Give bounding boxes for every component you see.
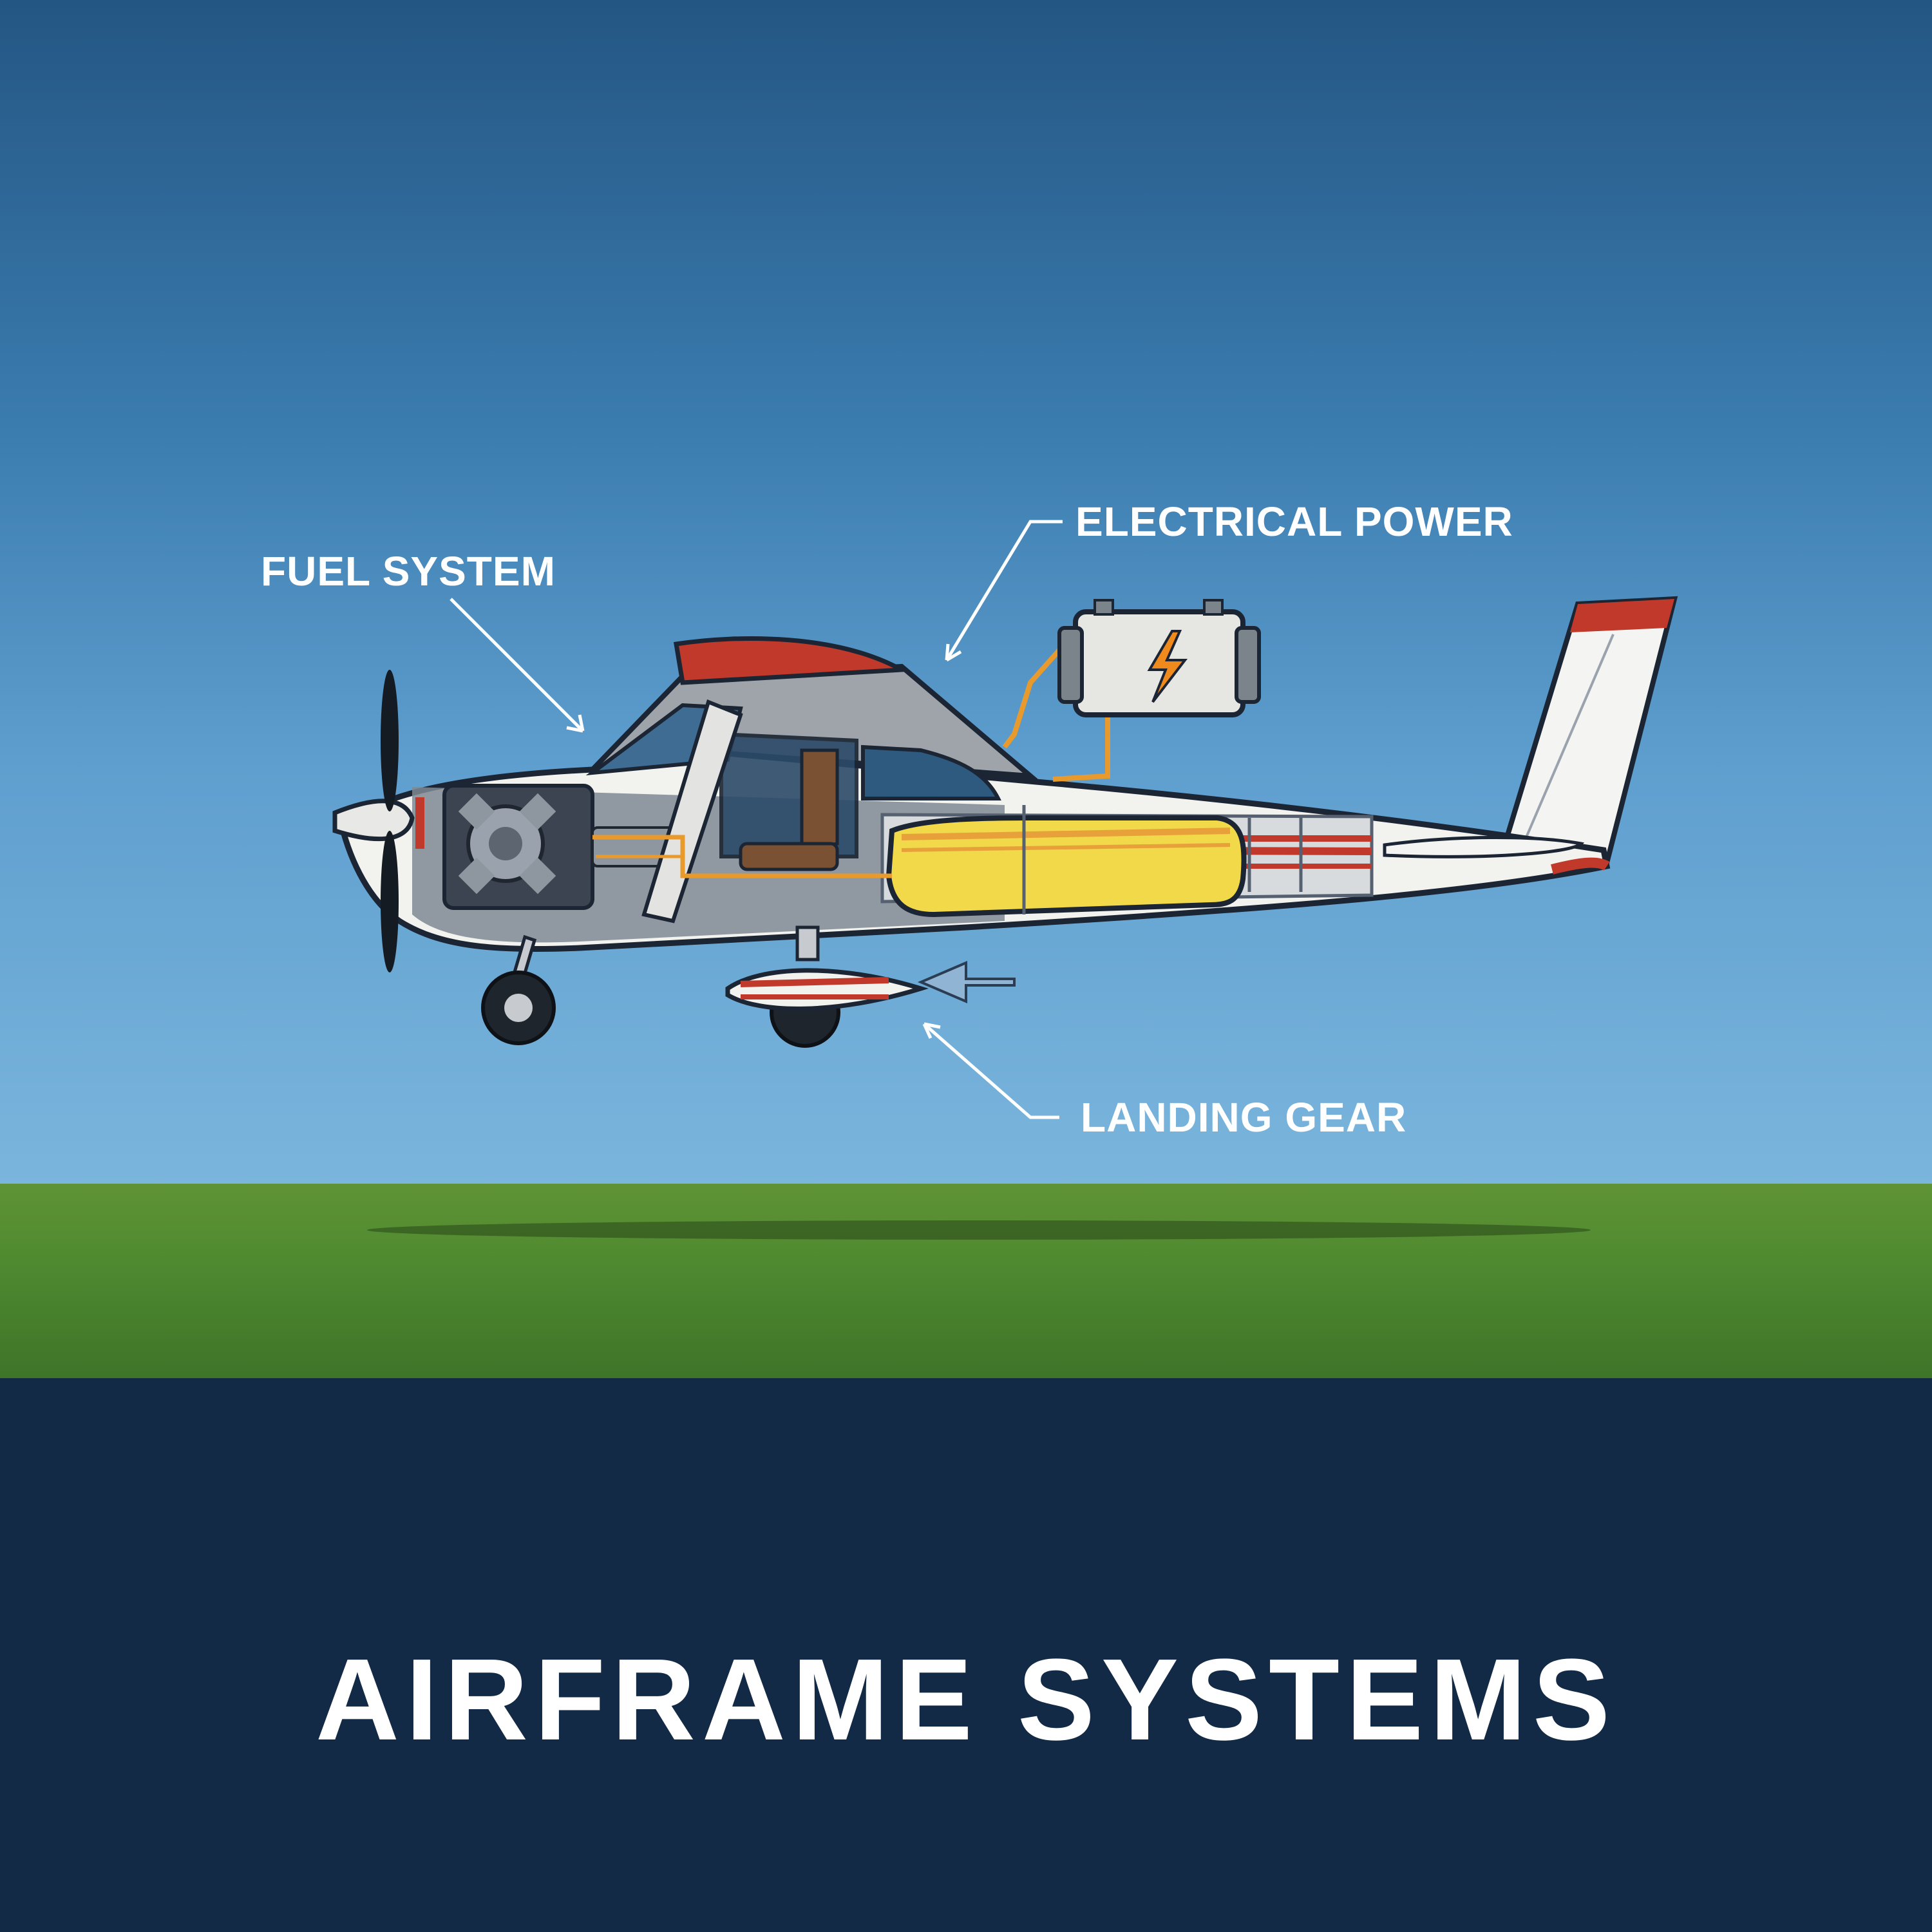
- fuel-tank-icon: [886, 805, 1247, 918]
- direction-arrow: [917, 960, 1016, 1004]
- electrical-power-label: ELECTRICAL POWER: [1075, 498, 1513, 545]
- battery-icon: [1002, 599, 1261, 782]
- engine-icon: [442, 784, 684, 910]
- seat-icon: [739, 748, 839, 871]
- page-title: AIRFRAME SYSTEMS: [315, 1635, 1617, 1765]
- wing-strut: [641, 699, 743, 923]
- callout-leader-lines: [450, 520, 1063, 1119]
- aircraft-diagram: [332, 520, 1678, 1119]
- lightning-icon: [1147, 630, 1188, 703]
- grass-ground: [0, 1184, 1932, 1378]
- landing-gear: [481, 925, 929, 1048]
- aircraft-ground-shadow: [367, 1220, 1591, 1240]
- propeller-icon: [332, 670, 424, 972]
- vertical-stabilizer: [1503, 596, 1678, 866]
- landing-gear-label: LANDING GEAR: [1081, 1094, 1407, 1141]
- fuel-system-label: FUEL SYSTEM: [261, 548, 556, 594]
- title-footer: [0, 1378, 1932, 1932]
